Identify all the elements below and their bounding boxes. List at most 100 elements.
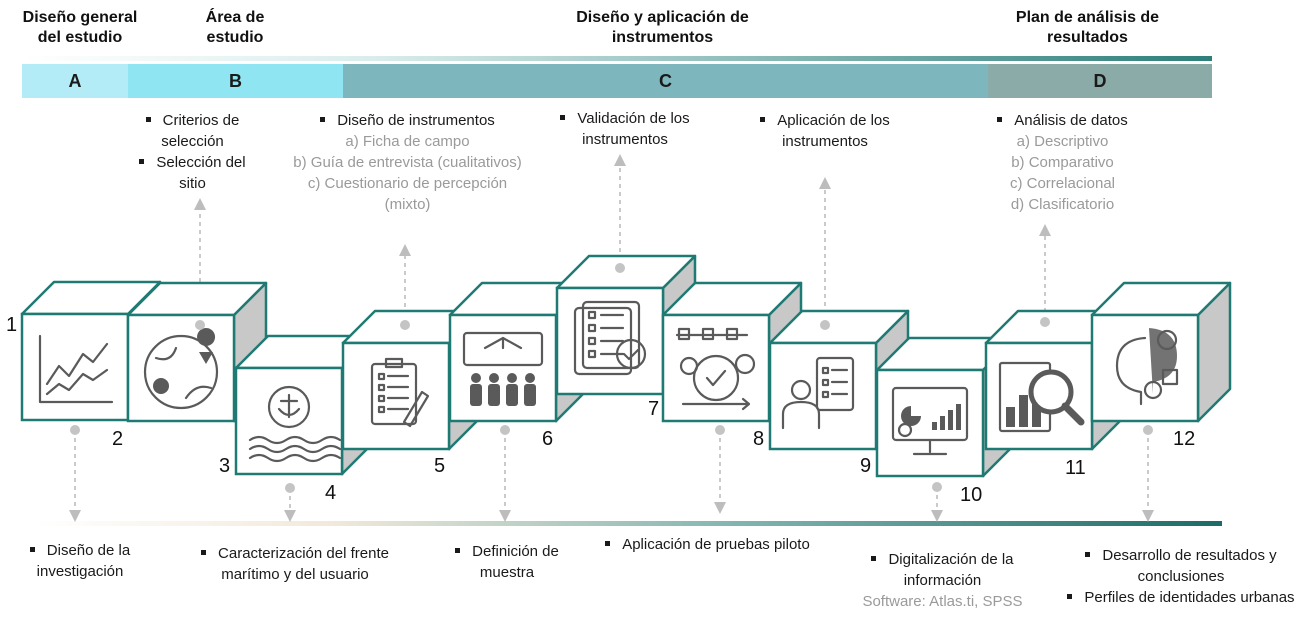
note-disenio-investigacion: Diseño de la investigación xyxy=(10,540,150,582)
phase-bar-b: B xyxy=(128,64,343,98)
arrowhead-1 xyxy=(69,510,81,522)
note-criterios-text: Criterios de selección xyxy=(161,112,240,150)
cubes-group xyxy=(20,254,1232,478)
phase-title-b: Área de estudio xyxy=(205,9,265,46)
note-digitalizacion: Digitalización de la información Softwar… xyxy=(850,549,1035,612)
magnifier-chart-icon xyxy=(998,361,1085,433)
instr-c: c) Cuestionario de percepción (mixto) xyxy=(307,175,508,213)
bullet-icon xyxy=(320,116,326,122)
bullet-icon xyxy=(760,116,766,122)
arrowheads xyxy=(69,154,1154,522)
cube-12 xyxy=(1090,281,1232,423)
aplic-text: Aplicación de los instrumentos xyxy=(777,112,890,150)
note-desarrollo: Desarrollo de resultados y conclusiones … xyxy=(1065,545,1297,608)
step-number-11: 11 xyxy=(1065,457,1086,479)
muestra-text: Definición de muestra xyxy=(472,543,559,581)
arrowhead-10 xyxy=(931,510,943,522)
step-number-6: 6 xyxy=(542,428,554,450)
phase-letter-a: A xyxy=(68,70,82,91)
dot-7 xyxy=(615,263,625,273)
digit-text: Digitalización de la información xyxy=(888,551,1014,589)
step-number-3: 3 xyxy=(219,455,231,477)
bullet-icon xyxy=(871,555,877,561)
bullet-icon xyxy=(455,547,461,553)
checklist-icon xyxy=(573,300,647,376)
bottom-divider xyxy=(35,521,1222,526)
clipboard-pen-icon xyxy=(370,357,430,428)
anal-c: c) Correlacional xyxy=(1009,175,1116,192)
bullet-icon xyxy=(29,546,35,552)
perfiles-text: Perfiles de identidades urbanas xyxy=(1084,589,1295,606)
phase-letter-c: C xyxy=(659,70,672,91)
cube-front-face xyxy=(126,313,236,423)
note-criterios: Criterios de selección Selección del sit… xyxy=(130,110,255,194)
cube-2 xyxy=(126,281,268,423)
bullet-icon xyxy=(1085,551,1091,557)
dot-5 xyxy=(400,320,410,330)
bullet-icon xyxy=(605,540,611,546)
bullet-icon xyxy=(201,549,207,555)
line-chart-icon xyxy=(38,334,114,404)
top-divider xyxy=(22,56,1212,61)
arrowhead-4 xyxy=(284,510,296,522)
bullet-icon xyxy=(1067,593,1073,599)
anal-d: d) Clasificatorio xyxy=(1010,196,1115,213)
phase-letter-d: D xyxy=(1093,70,1107,91)
anchor-waves-icon xyxy=(248,385,342,463)
step-number-7: 7 xyxy=(648,398,660,420)
note-aplicacion: Aplicación de los instrumentos xyxy=(755,110,895,152)
note-piloto: Aplicación de pruebas piloto xyxy=(600,534,815,555)
software-text: Software: Atlas.ti, SPSS xyxy=(862,593,1023,610)
person-clipboard-icon xyxy=(781,356,855,430)
note-diseno-instrumentos: Diseño de instrumentos a) Ficha de campo… xyxy=(285,110,530,215)
arrowhead-11 xyxy=(1039,224,1051,236)
note-caracterizacion: Caracterización del frente marítimo y de… xyxy=(195,543,395,585)
dot-10 xyxy=(932,482,942,492)
cube-front-face xyxy=(341,341,451,451)
phase-title-a: Diseño general del estudio xyxy=(22,9,138,46)
step-number-4: 4 xyxy=(325,482,337,504)
bullet-icon xyxy=(997,116,1003,122)
arrowhead-12 xyxy=(1142,510,1154,522)
piloto-text: Aplicación de pruebas piloto xyxy=(622,536,810,553)
note-muestra: Definición de muestra xyxy=(437,541,577,583)
dot-2 xyxy=(195,320,205,330)
step-number-8: 8 xyxy=(753,428,765,450)
arrowhead-9 xyxy=(819,177,831,189)
instr-a: a) Ficha de campo xyxy=(345,133,470,150)
dot-1 xyxy=(70,425,80,435)
phase-title-d: Plan de análisis de resultados xyxy=(1015,9,1160,46)
phase-letter-b: B xyxy=(229,70,242,91)
note-validacion: Validación de los instrumentos xyxy=(545,108,705,150)
head-gears-icon xyxy=(1115,328,1179,406)
dot-12 xyxy=(1143,425,1153,435)
process-gears-icon xyxy=(675,327,756,411)
phase-bar-c: C xyxy=(343,64,988,98)
step-number-9: 9 xyxy=(860,455,872,477)
step-number-12: 12 xyxy=(1173,428,1196,450)
step-number-10: 10 xyxy=(960,484,983,506)
arrowhead-6 xyxy=(499,510,511,522)
desarrollo-text: Desarrollo de resultados y conclusiones xyxy=(1102,547,1277,585)
caract-text: Caracterización del frente marítimo y de… xyxy=(218,545,389,583)
arrowhead-8 xyxy=(714,502,726,514)
cube-front-face xyxy=(448,313,558,423)
globe-map-pin-icon xyxy=(143,328,219,410)
step-number-2: 2 xyxy=(112,428,124,450)
bullet-icon xyxy=(560,114,566,120)
arrowhead-2 xyxy=(194,198,206,210)
disenio-text: Diseño de la investigación xyxy=(36,542,131,580)
people-network-icon xyxy=(462,331,544,406)
phase-title-c: Diseño y aplicación de instrumentos xyxy=(576,9,749,46)
dot-9 xyxy=(820,320,830,330)
note-seleccion-text: Selección del sitio xyxy=(156,154,246,192)
cube-front-face xyxy=(1090,313,1200,423)
dot-6 xyxy=(500,425,510,435)
monitor-chart-icon xyxy=(891,386,969,456)
phase-bar-a: A xyxy=(22,64,128,98)
arrowhead-5 xyxy=(399,244,411,256)
note-analisis: Análisis de datos a) Descriptivo b) Comp… xyxy=(975,110,1150,215)
valid-text: Validación de los instrumentos xyxy=(577,110,690,148)
step-number-1: 1 xyxy=(6,314,18,336)
dot-4 xyxy=(285,483,295,493)
